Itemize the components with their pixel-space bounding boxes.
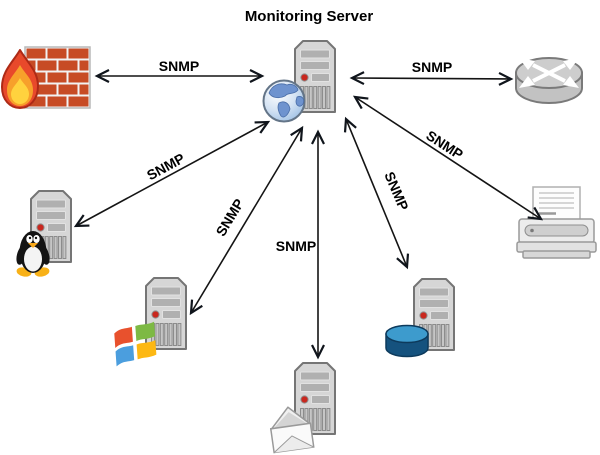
snmp-label-mail: SNMP bbox=[276, 238, 316, 254]
router-node bbox=[515, 57, 583, 104]
windows-logo-icon bbox=[114, 321, 157, 367]
firewall-node bbox=[1, 46, 91, 109]
printer-node bbox=[516, 186, 597, 259]
router-icon bbox=[515, 57, 583, 104]
envelope-icon bbox=[269, 406, 315, 454]
flame-icon bbox=[1, 49, 39, 109]
windows-server-node bbox=[114, 277, 187, 367]
diagram-title: Monitoring Server bbox=[245, 8, 374, 25]
globe-icon bbox=[262, 79, 306, 123]
snmp-label-firewall: SNMP bbox=[159, 58, 199, 74]
snmp-link-router bbox=[349, 71, 514, 86]
snmp-label-windows: SNMP bbox=[212, 196, 247, 239]
monitoring-server-node bbox=[262, 40, 336, 123]
database-cylinder-icon bbox=[385, 324, 429, 358]
printer-icon bbox=[516, 186, 597, 259]
mail-server-node bbox=[269, 362, 336, 454]
snmp-link-printer bbox=[352, 95, 544, 221]
printed-page-lines bbox=[539, 192, 574, 209]
tux-linux-icon bbox=[16, 231, 50, 277]
router-crossed-arrows bbox=[519, 58, 579, 88]
snmp-link-windows-server bbox=[189, 125, 304, 316]
tower-server-icon bbox=[145, 277, 187, 350]
database-server-node bbox=[385, 278, 455, 358]
snmp-label-printer: SNMP bbox=[423, 127, 466, 162]
snmp-label-database: SNMP bbox=[381, 169, 412, 212]
snmp-label-router: SNMP bbox=[412, 59, 452, 75]
linux-server-node bbox=[16, 190, 72, 277]
